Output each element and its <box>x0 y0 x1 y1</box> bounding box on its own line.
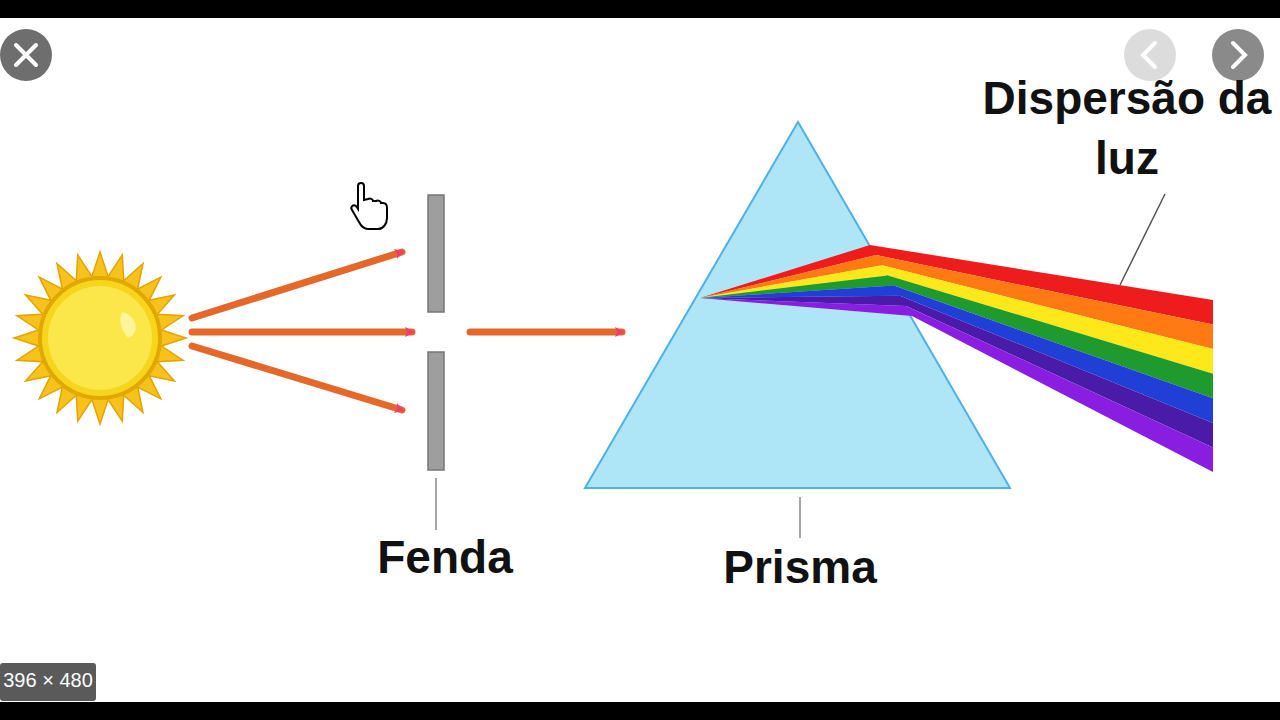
hand-cursor <box>351 183 387 229</box>
leader-line <box>1120 194 1165 285</box>
leader-line <box>435 478 437 530</box>
top-bar <box>0 0 1280 18</box>
bottom-bar <box>0 702 1280 720</box>
title-label: Dispersão da luz <box>982 68 1272 188</box>
slit-bar <box>428 195 444 312</box>
slit-bar <box>428 352 444 470</box>
spectrum-band <box>700 298 1213 472</box>
part-label: Fenda <box>335 530 555 585</box>
light-rays <box>192 252 622 410</box>
leader-line <box>799 497 801 538</box>
size-badge <box>0 663 96 701</box>
close-button <box>0 29 52 81</box>
spectrum <box>700 245 1213 472</box>
sun <box>14 252 186 424</box>
part-label: Prisma <box>680 540 920 595</box>
size-badge-text: 396 × 480 <box>1 668 95 692</box>
